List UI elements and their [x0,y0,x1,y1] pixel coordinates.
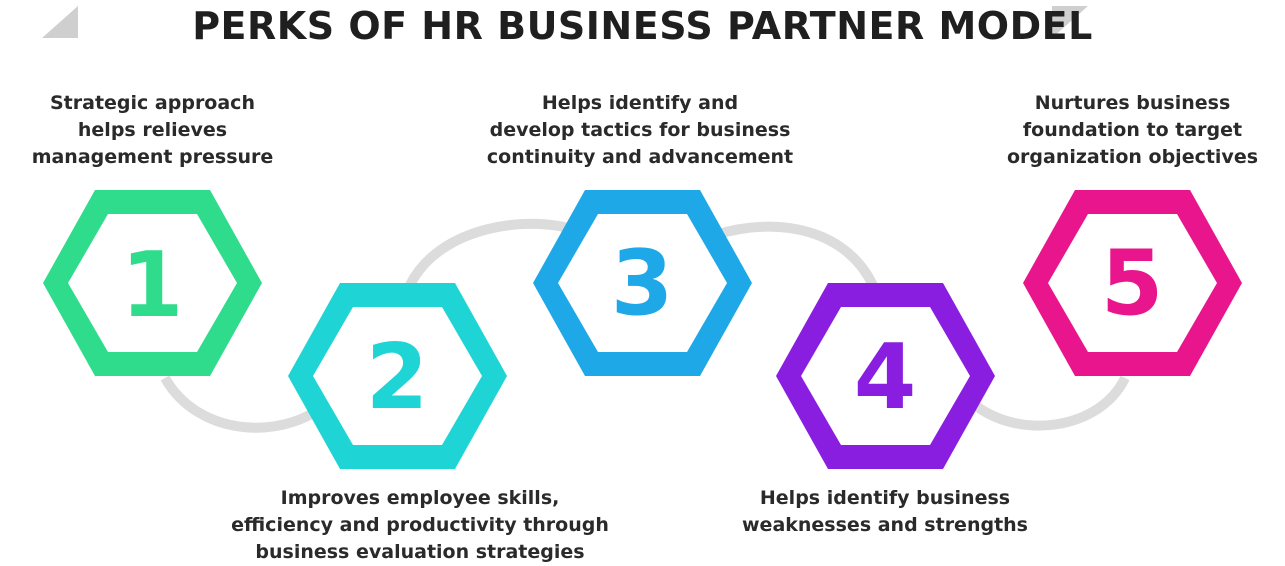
perk-2-line-1: Improves employee skills, [280,487,560,509]
perk-5-line-2: foundation to target [1022,119,1243,141]
hexagon-5: 5 [1023,190,1242,376]
perk-text-5: Nurtures business foundation to target o… [990,90,1275,171]
perk-text-1: Strategic approach helps relieves manage… [0,90,305,171]
perk-text-3: Helps identify and develop tactics for b… [470,90,810,171]
perk-3-line-2: develop tactics for business [489,119,791,141]
hexagon-3: 3 [533,190,752,376]
perk-2-line-2: efficiency and productivity through [231,514,609,536]
perk-2-line-3: business evaluation strategies [255,541,585,563]
perk-1-line-2: helps relieves [77,119,228,141]
ring-3-4 [713,221,880,293]
perk-5-line-1: Nurtures business [1034,92,1231,114]
perk-1-line-3: management pressure [31,146,274,168]
perk-text-2: Improves employee skills, efficiency and… [200,485,640,566]
hexagon-4: 4 [776,283,995,469]
perk-4-line-1: Helps identify business [759,487,1011,509]
perk-3-line-1: Helps identify and [541,92,739,114]
perk-1-line-1: Strategic approach [50,92,255,114]
perk-5-line-3: organization objectives [1006,146,1259,168]
step-number-5: 5 [1101,231,1164,336]
step-number-4: 4 [854,325,917,430]
hexagon-2: 2 [288,283,507,469]
ring-2-3 [405,218,577,288]
step-number-2: 2 [366,325,429,430]
title-right-triangle [1052,6,1088,38]
page-title: PERKS OF HR BUSINESS PARTNER MODEL [192,4,1093,48]
title-left-triangle [42,6,78,38]
step-number-3: 3 [611,231,674,336]
perk-4-line-2: weaknesses and strengths [742,514,1028,536]
hexagon-1: 1 [43,190,262,376]
perk-3-line-3: continuity and advancement [486,146,794,168]
ring-4-5 [971,375,1130,431]
connector-rings [160,218,1130,433]
step-number-1: 1 [121,233,184,338]
perk-text-4: Helps identify business weaknesses and s… [730,485,1040,539]
